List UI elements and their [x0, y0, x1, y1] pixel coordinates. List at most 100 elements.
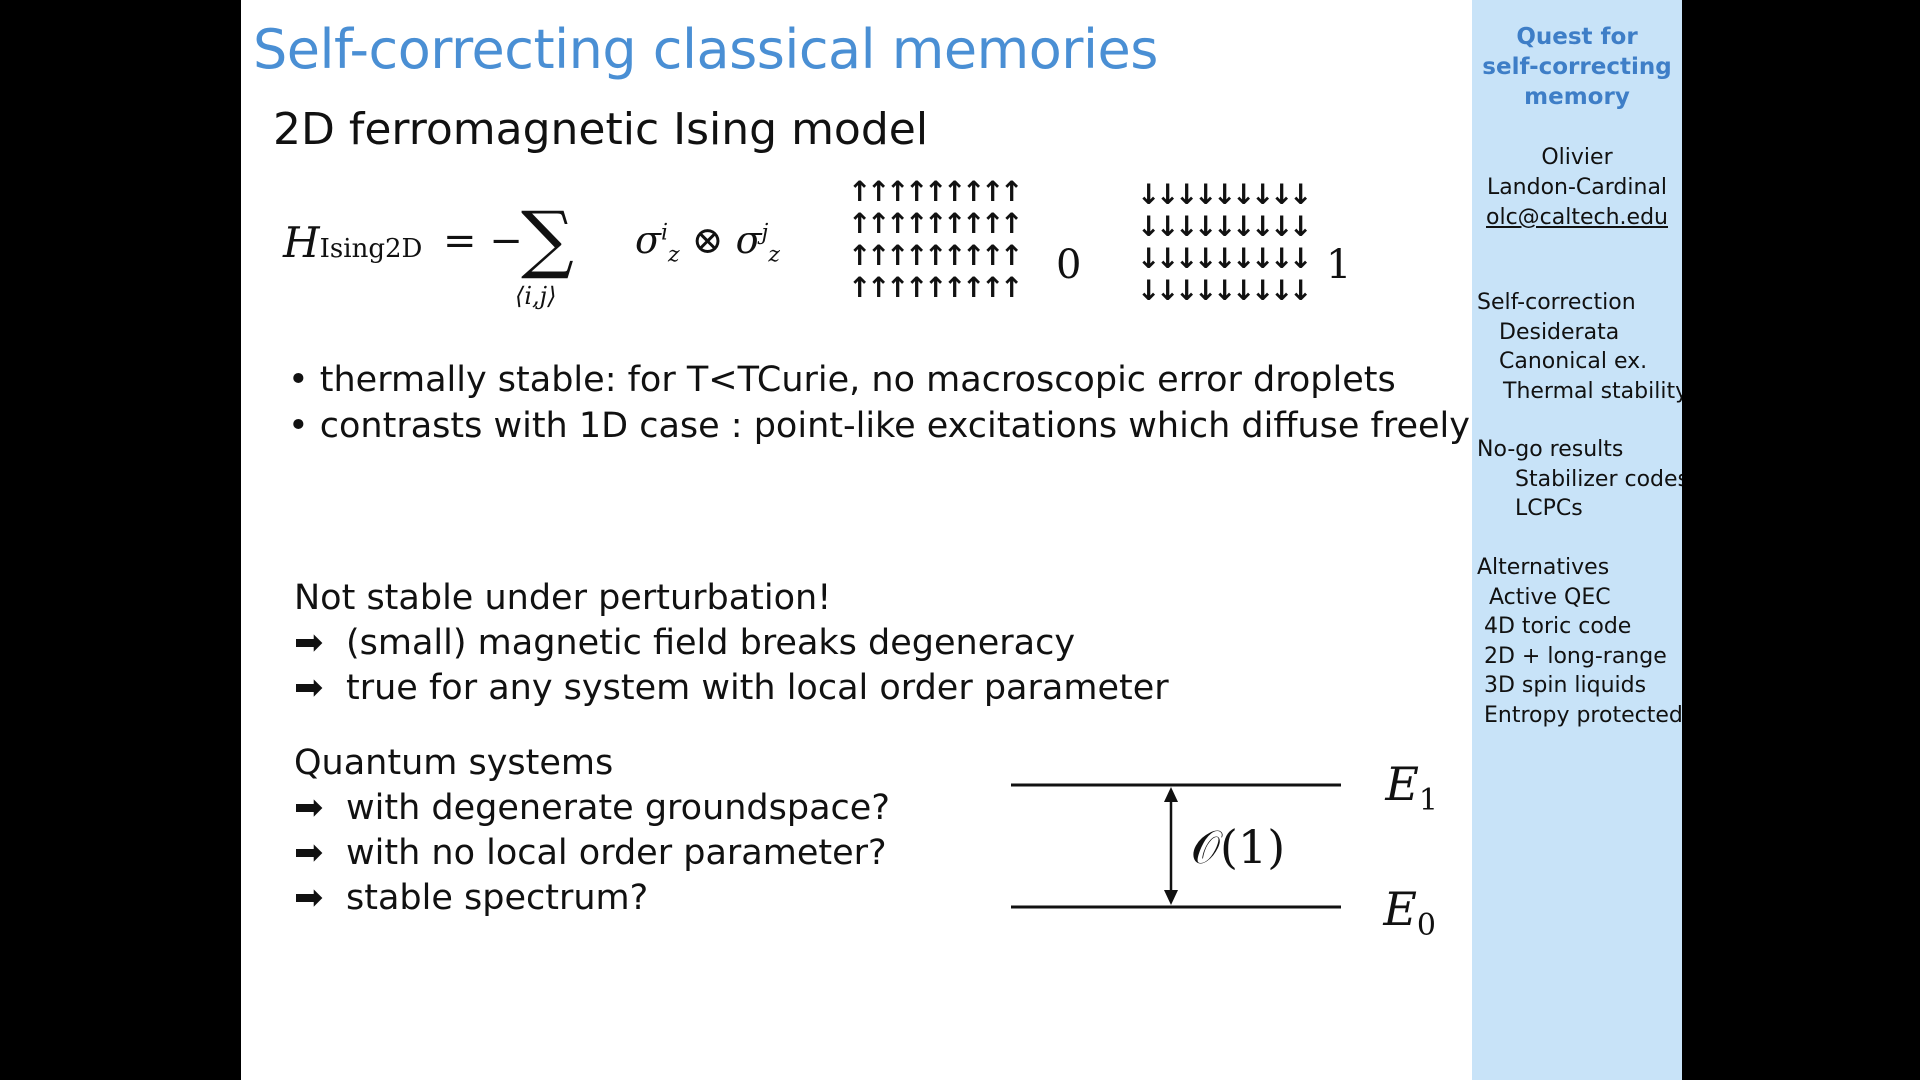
spin-arrow-icon: ↓ [1137, 178, 1161, 211]
spin-arrow-icon: ↓ [1156, 178, 1180, 211]
spin-arrow-icon: ↓ [1232, 274, 1256, 307]
sidebar-item[interactable]: Entropy protected [1484, 703, 1682, 728]
spin-arrow-icon: ↓ [1137, 210, 1161, 243]
sidebar-item[interactable]: 4D toric code [1484, 614, 1632, 639]
sidebar-item[interactable]: Canonical ex. [1499, 349, 1648, 374]
energy-gap-label: 𝒪(1) [1191, 820, 1285, 874]
spin-arrow-icon: ↑ [1000, 239, 1024, 272]
spin-arrow-icon: ↑ [1000, 175, 1024, 208]
quantum-item: ➡stable spectrum? [294, 878, 649, 918]
hamiltonian-equals: = − [443, 218, 523, 264]
spin-arrow-icon: ↑ [867, 175, 891, 208]
right-arrow-icon: ➡ [294, 878, 324, 918]
hamiltonian-lhs-subscript: Ising2D [319, 234, 423, 264]
energy-label-lower: E0 [1382, 882, 1436, 943]
slide: Self-correcting classical memories 2D fe… [241, 0, 1472, 1080]
author-last-name: Landon-Cardinal [1486, 175, 1668, 200]
sidebar-title: Quest for self-correcting memory [1482, 24, 1672, 110]
spin-arrow-icon: ↑ [905, 271, 929, 304]
gap-arrow-down-head [1164, 890, 1178, 905]
ising-hamiltonian-formula: HIsing2D = − ∑ ⟨i,j⟩ σiz ⊗ σjz [283, 196, 803, 320]
spin-arrow-icon: ↑ [962, 239, 986, 272]
spin-arrow-icon: ↑ [886, 271, 910, 304]
spin-arrow-icon: ↓ [1175, 242, 1199, 275]
sidebar-item[interactable]: Stabilizer codes [1515, 467, 1682, 492]
spin-arrow-icon: ↓ [1251, 210, 1275, 243]
sidebar-item[interactable]: Desiderata [1499, 320, 1620, 345]
spin-arrow-icon: ↑ [981, 175, 1005, 208]
author-email-link[interactable]: olc@caltech.edu [1486, 205, 1668, 230]
spin-arrow-icon: ↓ [1289, 178, 1313, 211]
spin-arrow-icon: ↓ [1213, 274, 1237, 307]
spin-arrow-icon: ↓ [1175, 178, 1199, 211]
perturbation-block: Not stable under perturbation! ➡(small) … [294, 578, 1169, 713]
state-label-zero: 0 [1056, 242, 1082, 288]
spin-arrow-icon: ↓ [1289, 242, 1313, 275]
sidebar-section-label[interactable]: Self-correction [1477, 290, 1636, 315]
spin-arrow-icon: ↑ [1000, 271, 1024, 304]
spin-arrow-icon: ↓ [1270, 178, 1294, 211]
spin-arrow-icon: ↑ [924, 175, 948, 208]
perturbation-item: ➡true for any system with local order pa… [294, 668, 1169, 708]
summation-symbol: ∑ [521, 196, 574, 282]
spin-arrow-icon: ↑ [867, 207, 891, 240]
spin-arrow-icon: ↑ [1000, 207, 1024, 240]
spin-arrow-icon: ↑ [943, 271, 967, 304]
gap-arrow-up-head [1164, 787, 1178, 802]
spin-arrow-icon: ↑ [962, 207, 986, 240]
spin-arrow-icon: ↓ [1270, 274, 1294, 307]
spin-arrow-icon: ↑ [943, 207, 967, 240]
spin-arrow-icon: ↑ [924, 207, 948, 240]
spin-arrow-icon: ↓ [1194, 274, 1218, 307]
spin-arrow-icon: ↓ [1194, 242, 1218, 275]
spin-arrow-icon: ↑ [886, 207, 910, 240]
spin-down-lattice: ↓↓↓↓↓↓↓↓↓↓↓↓↓↓↓↓↓↓↓↓↓↓↓↓↓↓↓↓↓↓↓↓↓↓↓↓ [1137, 178, 1313, 307]
spin-arrow-icon: ↑ [981, 207, 1005, 240]
energy-label-upper: E1 [1384, 760, 1438, 818]
spin-arrow-icon: ↓ [1175, 210, 1199, 243]
spin-up-lattice: ↑↑↑↑↑↑↑↑↑↑↑↑↑↑↑↑↑↑↑↑↑↑↑↑↑↑↑↑↑↑↑↑↑↑↑↑ [848, 175, 1024, 304]
spin-arrow-icon: ↓ [1137, 274, 1161, 307]
right-arrow-icon: ➡ [294, 623, 324, 663]
spin-arrow-icon: ↑ [981, 271, 1005, 304]
spin-arrow-icon: ↑ [905, 175, 929, 208]
spin-arrow-icon: ↑ [848, 239, 872, 272]
right-arrow-icon: ➡ [294, 833, 324, 873]
spin-arrow-icon: ↑ [867, 239, 891, 272]
spin-arrow-icon: ↑ [867, 271, 891, 304]
spin-arrow-icon: ↑ [848, 271, 872, 304]
sidebar-section-label[interactable]: No-go results [1477, 437, 1624, 462]
spin-arrow-icon: ↑ [943, 239, 967, 272]
bullet-item: • contrasts with 1D case : point-like ex… [288, 406, 1470, 446]
spin-arrow-icon: ↑ [962, 175, 986, 208]
bullet-item: • thermally stable: for T<TCurie, no mac… [288, 360, 1396, 400]
spin-arrow-icon: ↓ [1175, 274, 1199, 307]
hamiltonian-term: σiz ⊗ σjz [635, 218, 780, 268]
slide-subtitle: 2D ferromagnetic Ising model [273, 104, 929, 155]
spin-arrow-icon: ↑ [886, 175, 910, 208]
spin-arrow-icon: ↑ [981, 239, 1005, 272]
spin-arrow-icon: ↓ [1232, 178, 1256, 211]
spin-arrow-icon: ↓ [1270, 242, 1294, 275]
quantum-item: ➡with no local order parameter? [294, 833, 887, 873]
energy-gap-diagram: E1 E0 𝒪(1) [1011, 760, 1438, 943]
sidebar-item[interactable]: 2D + long-range [1484, 644, 1667, 669]
spin-arrow-icon: ↓ [1194, 210, 1218, 243]
sidebar-section-label[interactable]: Alternatives [1477, 555, 1610, 580]
hamiltonian-lhs: HIsing2D [283, 218, 423, 267]
spin-arrow-icon: ↑ [905, 207, 929, 240]
spin-arrow-icon: ↑ [886, 239, 910, 272]
sidebar-item[interactable]: 3D spin liquids [1484, 673, 1647, 698]
spin-arrow-icon: ↑ [905, 239, 929, 272]
sidebar-item[interactable]: Active QEC [1489, 585, 1611, 610]
spin-arrow-icon: ↓ [1156, 242, 1180, 275]
spin-arrow-icon: ↓ [1213, 210, 1237, 243]
sidebar-item[interactable]: Thermal stability [1503, 379, 1682, 404]
sidebar-item[interactable]: LCPCs [1515, 496, 1583, 521]
spin-arrow-icon: ↑ [848, 175, 872, 208]
summation-index: ⟨i,j⟩ [515, 282, 557, 310]
spin-arrow-icon: ↑ [924, 239, 948, 272]
spin-arrow-icon: ↓ [1251, 274, 1275, 307]
spin-arrow-icon: ↓ [1213, 242, 1237, 275]
slide-title: Self-correcting classical memories [253, 18, 1158, 81]
